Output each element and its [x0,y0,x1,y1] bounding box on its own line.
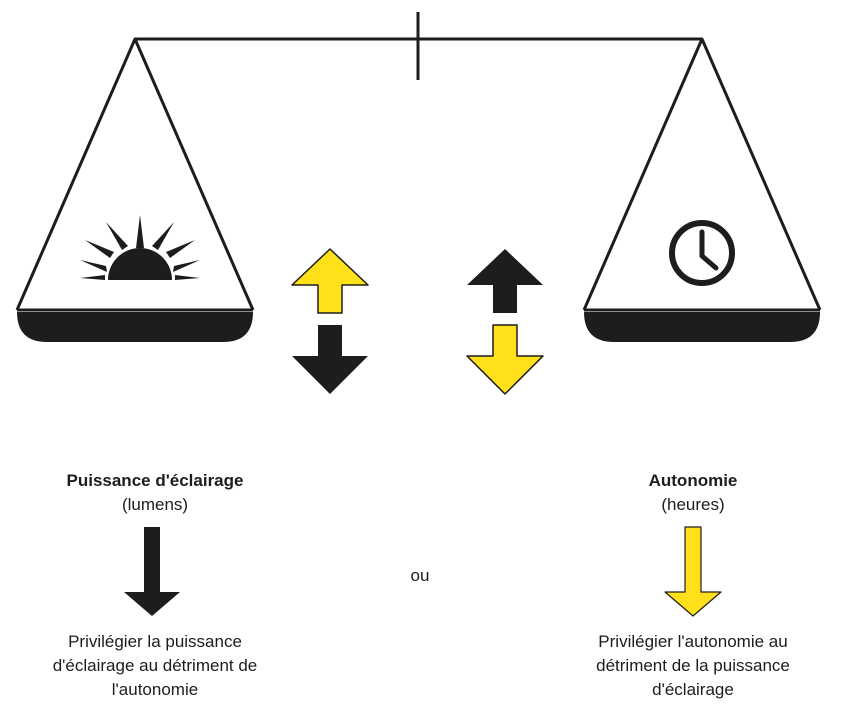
clock-icon [669,220,735,286]
left-pan [15,37,255,342]
sun-icon [80,215,200,280]
right-description-line: Privilégier l'autonomie au [598,632,788,651]
arrow-up-yellow [291,248,369,314]
right-down-arrow [664,526,722,617]
right-pan [582,37,822,342]
arrow-up-dark [467,249,543,313]
right-unit: (heures) [661,495,725,514]
left-down-arrow [124,527,180,616]
left-description-line: l'autonomie [111,680,199,699]
left-description-line: d'éclairage au détriment de [52,656,258,675]
right-description-line: d'éclairage [652,680,734,699]
right-title: Autonomie [648,471,738,490]
left-description: Privilégier la puissance d'éclairage au … [0,630,310,702]
connector-text: ou [410,566,430,585]
arrow-down-dark [292,325,368,394]
arrow-down-yellow [466,324,544,395]
left-title: Puissance d'éclairage [66,471,244,490]
right-description: Privilégier l'autonomie au détriment de … [540,630,841,702]
right-description-line: détriment de la puissance [596,656,790,675]
left-unit: (lumens) [121,495,189,514]
left-description-line: Privilégier la puissance [68,632,242,651]
